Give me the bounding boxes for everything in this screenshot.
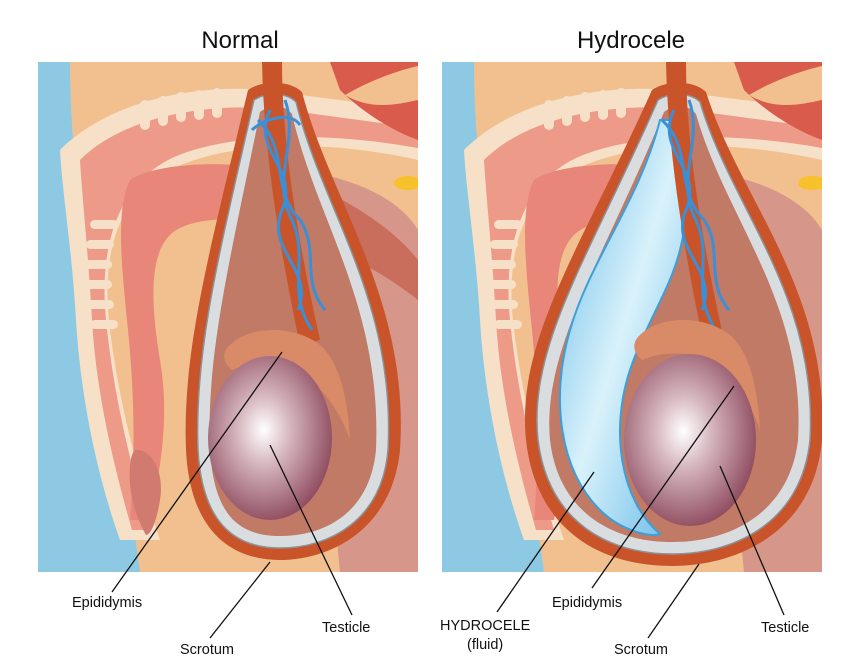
label-epididymis-hydrocele: Epididymis	[552, 595, 622, 611]
leader-hydrocele	[496, 471, 595, 613]
label-hydrocele: HYDROCELE	[440, 618, 531, 634]
leader-epididymis-normal	[111, 351, 283, 593]
leader-testicle-normal	[269, 444, 353, 616]
hydrocele-illustration	[442, 62, 822, 572]
label-testicle-hydrocele: Testicle	[761, 620, 809, 636]
label-scrotum-normal: Scrotum	[180, 642, 234, 658]
label-scrotum-hydrocele: Scrotum	[614, 642, 668, 658]
leader-scrotum-hydrocele	[647, 563, 700, 639]
leader-epididymis-hydrocele	[591, 385, 735, 589]
label-hydrocele-fluid: (fluid)	[467, 637, 503, 653]
panel-title-normal: Normal	[201, 27, 278, 54]
panel-title-hydrocele: Hydrocele	[577, 27, 685, 54]
normal-illustration	[38, 62, 418, 572]
label-testicle-normal: Testicle	[322, 620, 370, 636]
leader-testicle-hydrocele	[719, 465, 785, 616]
leader-scrotum-normal	[209, 561, 271, 639]
label-epididymis-normal: Epididymis	[72, 595, 142, 611]
leader-lines	[111, 351, 785, 639]
